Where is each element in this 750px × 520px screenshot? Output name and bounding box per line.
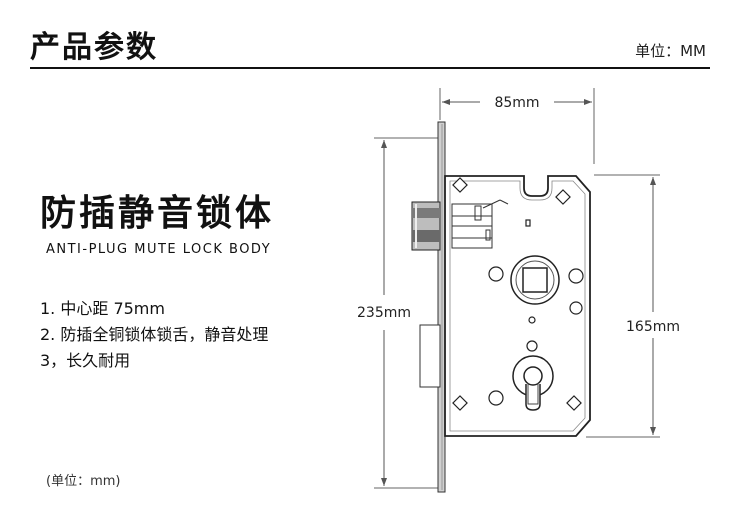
cylinder-hole: [512, 355, 554, 411]
product-subtitle: ANTI-PLUG MUTE LOCK BODY: [46, 242, 272, 257]
unit-footnote: (单位：mm): [46, 474, 121, 489]
lock-case: [444, 175, 591, 437]
screw-holes: [452, 177, 584, 411]
header-unit: 单位：MM: [635, 42, 706, 60]
product-title: 防插静音锁体: [40, 193, 275, 234]
feature-item-1: 1. 中心距 75mm: [40, 299, 165, 318]
lock-mechanism: [451, 199, 509, 249]
height-dimension-label: 235mm: [357, 305, 411, 321]
width-dimension: 85mm: [439, 88, 595, 164]
face-plate: [437, 121, 446, 493]
feature-item-2: 2. 防插全铜锁体锁舌，静音处理: [40, 325, 269, 344]
lock-body-diagram: 85mm 235mm 165mm: [357, 88, 680, 493]
header-divider: [30, 67, 710, 69]
latch-bolt: [411, 201, 441, 251]
deadbolt: [419, 324, 441, 388]
width-dimension-label: 85mm: [494, 95, 539, 111]
feature-list: 1. 中心距 75mm 2. 防插全铜锁体锁舌，静音处理 3，长久耐用: [40, 296, 268, 374]
case-dimension: 165mm: [586, 174, 680, 438]
case-dimension-label: 165mm: [626, 319, 680, 335]
height-dimension: 235mm: [357, 137, 440, 489]
feature-item-3: 3，长久耐用: [40, 351, 131, 370]
spindle-hub: [510, 255, 560, 305]
header-title: 产品参数: [30, 30, 158, 65]
